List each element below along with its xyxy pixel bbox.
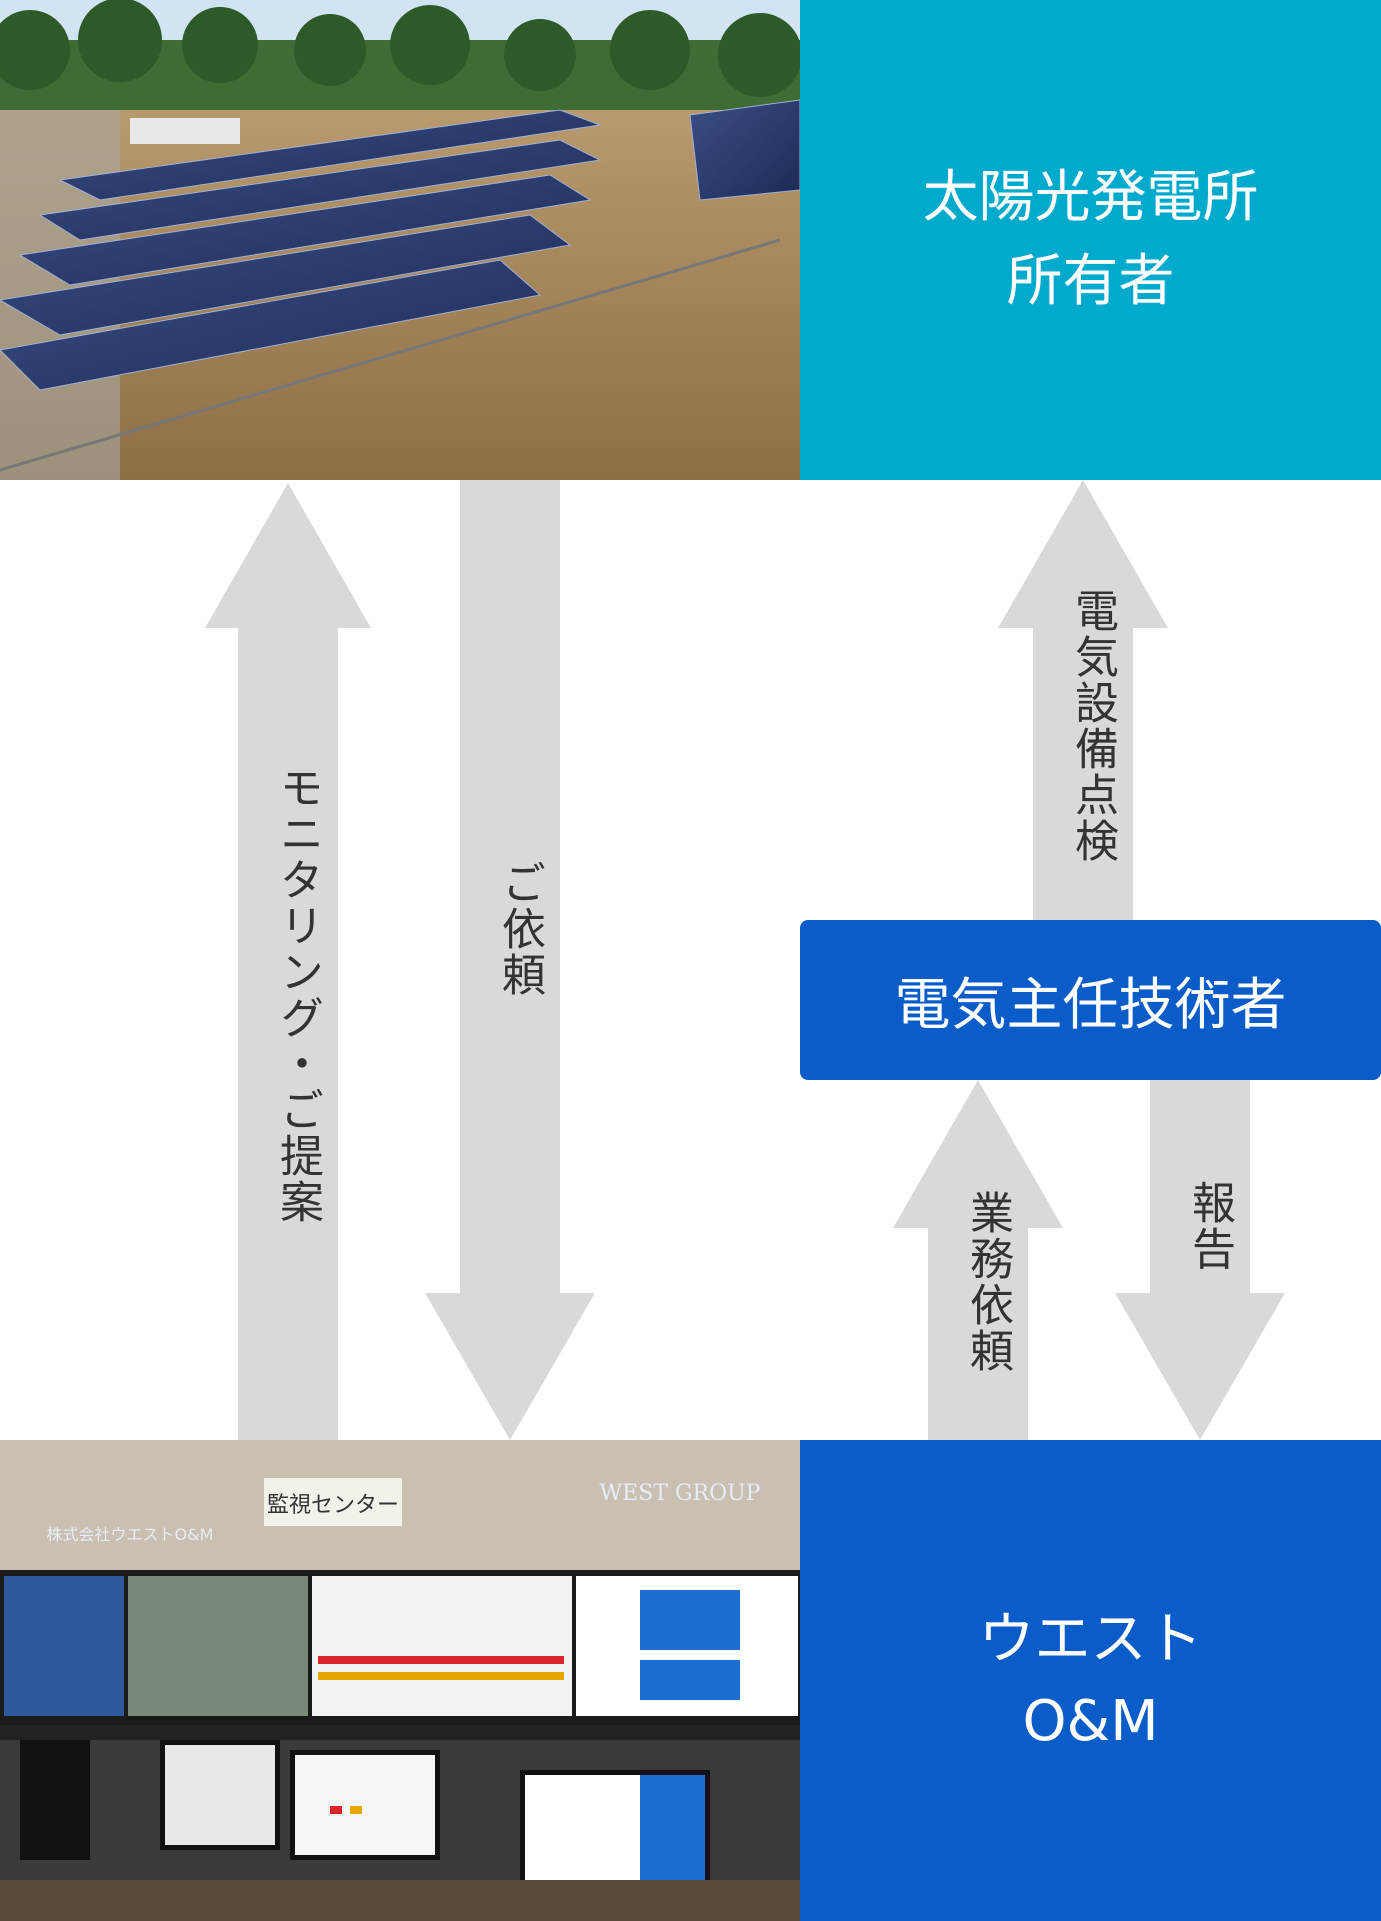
west-line1: ウエスト	[978, 1607, 1203, 1673]
engineer-label: 電気主任技術者	[894, 972, 1287, 1038]
west-line2: O&M	[1022, 1688, 1159, 1754]
owner-line2: 所有者	[1006, 249, 1175, 314]
owner-box: 太陽光発電所 所有者	[800, 0, 1381, 480]
solar-farm-photo	[0, 0, 800, 480]
label-inspection: 電気設備点検	[1067, 588, 1118, 864]
west-om-box: ウエスト O&M	[800, 1440, 1381, 1921]
owner-line1: 太陽光発電所	[922, 165, 1259, 230]
engineer-box: 電気主任技術者	[800, 920, 1381, 1080]
label-report: 報告	[1184, 1180, 1235, 1272]
logo-left-text: 株式会社ウエストO&M	[47, 1525, 214, 1544]
sign-text: 監視センター	[267, 1493, 399, 1518]
label-request: ご依頼	[494, 860, 545, 998]
label-task-request: 業務依頼	[962, 1190, 1013, 1374]
label-monitoring: モニタリング・ご提案	[272, 765, 323, 1225]
logo-right-text: WEST GROUP	[600, 1481, 761, 1506]
monitoring-center-photo: 監視センター WEST GROUP 株式会社ウエストO&M	[0, 1440, 800, 1921]
